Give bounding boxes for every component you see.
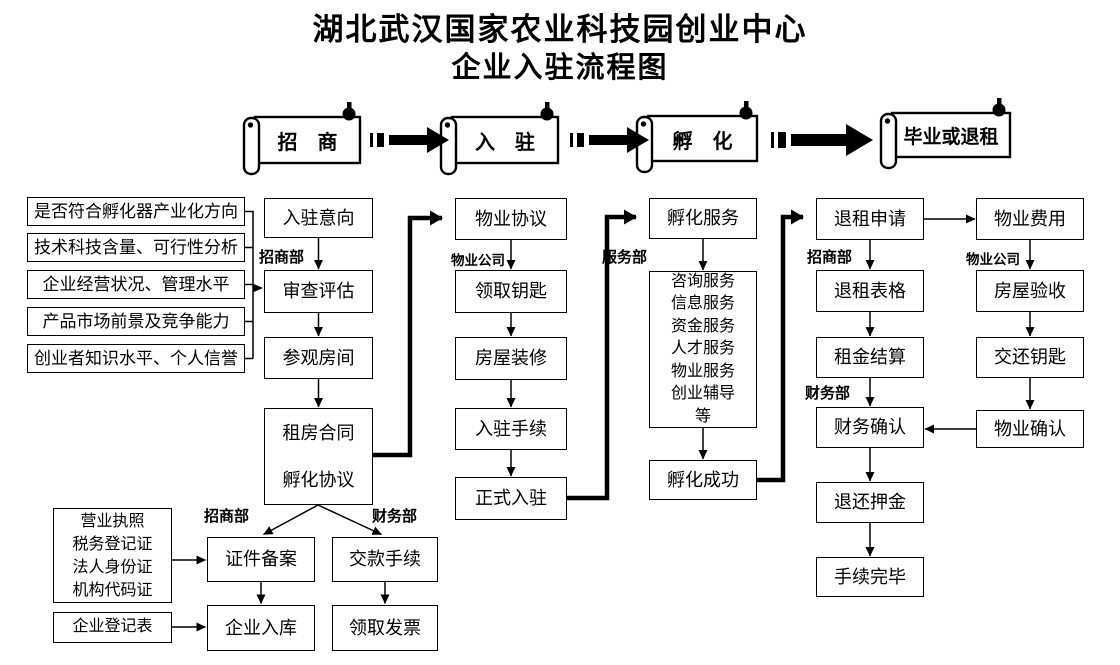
dept-label-zhaoshang-right: 招商部 (807, 249, 853, 266)
dept-label-zhaoshang-bottom: 招商部 (204, 508, 250, 525)
page-title-line1: 湖北武汉国家农业科技园创业中心 (312, 12, 808, 47)
box-fuhua-chenggong: 孵化成功 (649, 460, 757, 500)
box-tuihuan-yajin: 退还押金 (816, 482, 924, 523)
banner-label-biye: 毕业或退租 (903, 126, 999, 148)
box-jiaokuan-shouxu: 交款手续 (332, 537, 438, 582)
striped-arrow-3 (771, 124, 873, 156)
contract-line-1: 租房合同 (282, 422, 355, 443)
doc-line-2: 税务登记证 (72, 535, 153, 553)
box-lingqu-fapiao: 领取发票 (332, 605, 438, 651)
box-zufang-hetong: 租房合同 孵化协议 (264, 408, 373, 505)
box-fangwu-yanshou: 房屋验收 (976, 270, 1084, 312)
box-fuwu-list: 咨询服务 信息服务 资金服务 人才服务 物业服务 创业辅导 等 (649, 271, 757, 428)
banner-label-ruzhu: 入 驻 (475, 131, 535, 154)
box-wuye-feiyong: 物业费用 (976, 198, 1084, 240)
box-fuhua-fuwu: 孵化服务 (649, 198, 757, 239)
scroll-banner-ruzhu-shape (439, 102, 560, 176)
criteria-box-5: 创业者知识水平、个人信誉 (27, 344, 245, 373)
box-canguan-fangjian: 参观房间 (264, 337, 373, 379)
thick-connector-2 (563, 209, 637, 501)
box-zhengshi-ruzhu: 正式入驻 (455, 477, 567, 520)
criteria-box-3: 企业经营状况、管理水平 (27, 270, 245, 299)
box-wuye-queren: 物业确认 (976, 410, 1084, 448)
box-shencha-pinggu: 审查评估 (264, 270, 373, 313)
dept-label-zhaoshang-top: 招商部 (259, 249, 305, 266)
striped-arrow-1 (370, 127, 449, 153)
box-tuizu-shenqing: 退租申请 (816, 198, 924, 240)
box-qiye-ruku: 企业入库 (207, 605, 315, 651)
striped-arrow-2 (570, 127, 649, 153)
contract-line-2: 孵化协议 (282, 469, 355, 490)
box-ruzhu-shouxu: 入驻手续 (455, 408, 567, 450)
criteria-bracket (245, 210, 254, 360)
banner-label-zhaoshang: 招 商 (277, 131, 338, 154)
flow-arrows (172, 214, 1035, 632)
box-fangwu-zhuangxiu: 房屋装修 (455, 337, 567, 380)
dept-label-wuye-left: 物业公司 (451, 253, 505, 268)
box-wuye-xieyi: 物业协议 (455, 198, 567, 240)
box-ruzhu-yixiang: 入驻意向 (264, 198, 373, 238)
box-zujin-jiesuan: 租金结算 (816, 337, 924, 378)
doc-line-4: 机构代码证 (72, 581, 153, 599)
service-line-5: 物业服务 (670, 362, 735, 380)
scroll-banner-biye-shape (879, 98, 1012, 170)
doc-line-3: 法人身份证 (72, 558, 153, 576)
service-line-4: 人才服务 (670, 340, 735, 358)
dept-label-wuye-right: 物业公司 (966, 252, 1020, 267)
criteria-box-2: 技术科技含量、可行性分析 (27, 233, 245, 262)
service-line-3: 资金服务 (670, 317, 735, 335)
service-line-7: 等 (694, 407, 711, 425)
service-line-2: 信息服务 (670, 295, 735, 313)
service-line-1: 咨询服务 (670, 273, 735, 291)
doc-line-1: 营业执照 (80, 512, 145, 530)
criteria-box-4: 产品市场前景及竞争能力 (27, 307, 245, 336)
box-docs: 营业执照 税务登记证 法人身份证 机构代码证 (53, 508, 172, 603)
box-zhengjian-beian: 证件备案 (207, 537, 315, 582)
scroll-banner-fuhua-shape (635, 101, 759, 174)
page-title-line2: 企业入驻流程图 (451, 52, 669, 84)
dept-label-fuwu: 服务部 (602, 249, 648, 266)
box-jiaohuan-yaoshi: 交还钥匙 (976, 337, 1084, 378)
box-shouxu-wanbi: 手续完毕 (816, 557, 924, 597)
banner-label-fuhua: 孵 化 (672, 130, 733, 153)
dept-label-caiwu-right: 财务部 (805, 385, 851, 402)
dept-label-caiwu-bottom: 财务部 (372, 508, 418, 525)
box-qiye-dengjibiao: 企业登记表 (53, 612, 172, 643)
box-tuizu-biaoge: 退租表格 (816, 270, 924, 312)
thick-connector-3 (757, 209, 804, 483)
box-caiwu-queren: 财务确认 (816, 407, 924, 448)
service-line-6: 创业辅导 (670, 385, 735, 403)
thick-connectors (373, 209, 804, 501)
criteria-box-1: 是否符合孵化器产业化方向 (27, 197, 245, 226)
scroll-banner-zhaoshang-shape (242, 102, 362, 176)
box-lingqu-yaoshi: 领取钥匙 (455, 270, 567, 313)
thick-connector-1 (373, 210, 443, 458)
